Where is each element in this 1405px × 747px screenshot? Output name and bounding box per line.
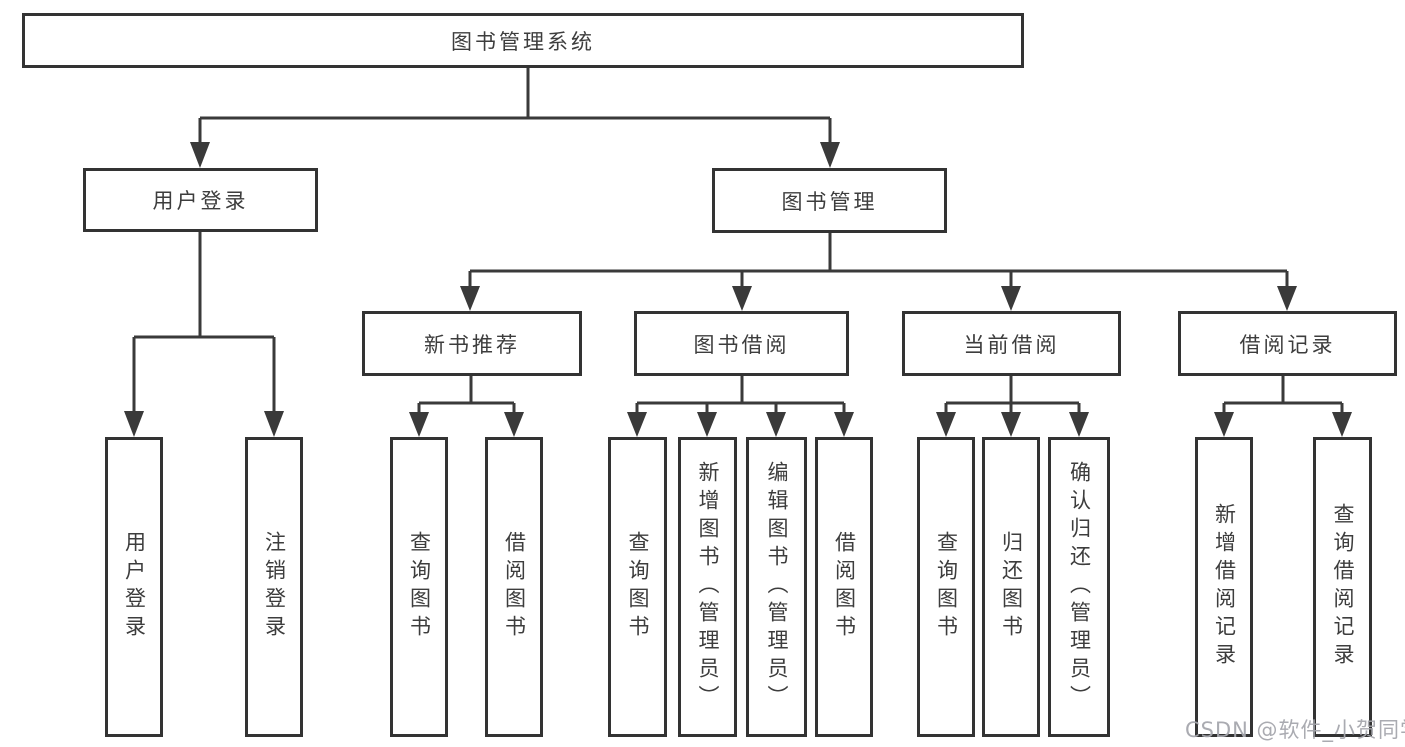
leaf-logout: 注销登录 (245, 437, 303, 737)
arrowhead (1277, 286, 1297, 311)
leaf-cb-confirm-return-admin: 确认归还（管理员） (1048, 437, 1110, 737)
node-book-borrowing: 图书借阅 (634, 311, 849, 376)
leaf-bb-query-books-label: 查询图书 (626, 531, 651, 643)
connector-userlogin-to-leaves (132, 231, 276, 412)
node-book-borrowing-label: 图书借阅 (693, 332, 790, 357)
node-current-borrowing-label: 当前借阅 (963, 332, 1060, 357)
leaf-bb-edit-books-admin: 编辑图书（管理员） (746, 437, 807, 737)
node-current-borrowing: 当前借阅 (902, 311, 1121, 376)
arrowhead (1069, 412, 1089, 437)
leaf-br-query-record: 查询借阅记录 (1313, 437, 1372, 737)
leaf-bb-borrow-books: 借阅图书 (815, 437, 873, 737)
arrowhead (766, 412, 786, 437)
leaf-cb-query-books-label: 查询图书 (934, 531, 959, 643)
leaf-bb-query-books: 查询图书 (608, 437, 667, 737)
arrowhead (697, 412, 717, 437)
connector-records-to-leaves (1222, 376, 1344, 413)
arrowhead (1001, 286, 1021, 311)
leaf-user-login-label: 用户登录 (122, 531, 147, 643)
leaf-cb-return-books: 归还图书 (982, 437, 1040, 737)
node-root-label: 图书管理系统 (451, 29, 595, 54)
leaf-rec-query-books: 查询图书 (390, 437, 448, 737)
node-borrowing-records-label: 借阅记录 (1239, 332, 1336, 357)
arrowhead (1001, 412, 1021, 437)
connector-bookborrow-to-leaves (635, 376, 846, 413)
arrowhead (124, 411, 144, 437)
arrowhead (936, 412, 956, 437)
node-user-login-label: 用户登录 (152, 189, 249, 213)
arrowhead (504, 412, 524, 437)
connector-root-to-level2 (198, 68, 832, 143)
arrowhead (190, 142, 210, 168)
arrowheads (124, 142, 1352, 437)
leaf-br-add-record-label: 新增借阅记录 (1212, 503, 1237, 671)
node-new-book-recommendation-label: 新书推荐 (424, 332, 520, 357)
leaf-cb-return-books-label: 归还图书 (999, 531, 1024, 643)
arrowhead (627, 412, 647, 437)
leaf-rec-query-books-label: 查询图书 (407, 531, 432, 643)
arrowhead (820, 142, 840, 168)
leaf-user-login: 用户登录 (105, 437, 163, 737)
leaf-bb-edit-books-admin-label: 编辑图书（管理员） (765, 461, 790, 713)
arrowhead (460, 286, 480, 311)
connector-currentborrow-to-leaves (944, 376, 1081, 413)
node-book-management: 图书管理 (712, 168, 947, 233)
leaf-bb-add-books-admin: 新增图书（管理员） (678, 437, 737, 737)
leaf-bb-add-books-admin-label: 新增图书（管理员） (696, 461, 721, 713)
arrowhead (409, 412, 429, 437)
connector-newrec-to-leaves (417, 376, 516, 413)
node-borrowing-records: 借阅记录 (1178, 311, 1397, 376)
arrowhead (264, 411, 284, 437)
arrowhead (732, 286, 752, 311)
leaf-cb-confirm-return-admin-label: 确认归还（管理员） (1067, 461, 1092, 713)
leaf-logout-label: 注销登录 (262, 531, 287, 643)
leaf-rec-borrow-books: 借阅图书 (485, 437, 543, 737)
leaf-br-query-record-label: 查询借阅记录 (1331, 503, 1356, 671)
csdn-watermark: CSDN @软件_小贺同学 (1185, 718, 1405, 742)
node-new-book-recommendation: 新书推荐 (362, 311, 582, 376)
node-book-management-label: 图书管理 (781, 189, 878, 214)
connector-bookmgmt-to-level3 (468, 233, 1289, 287)
leaf-br-add-record: 新增借阅记录 (1195, 437, 1253, 737)
node-user-login: 用户登录 (83, 168, 318, 232)
arrowhead (1332, 412, 1352, 437)
leaf-bb-borrow-books-label: 借阅图书 (832, 531, 857, 643)
arrowhead (1214, 412, 1234, 437)
leaf-cb-query-books: 查询图书 (917, 437, 975, 737)
node-root: 图书管理系统 (22, 13, 1024, 68)
leaf-rec-borrow-books-label: 借阅图书 (502, 531, 527, 643)
arrowhead (834, 412, 854, 437)
